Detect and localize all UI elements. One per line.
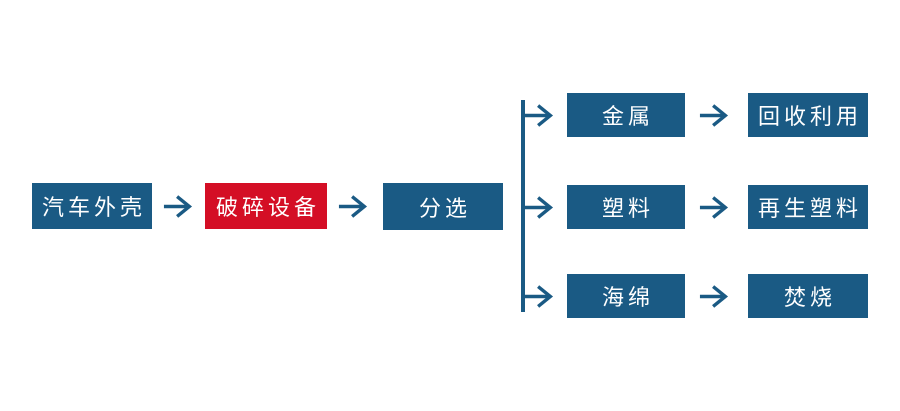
node-recycled-plastic: 再生塑料: [748, 185, 868, 229]
node-crushing-equipment: 破碎设备: [205, 183, 327, 229]
branch-arrow-icon: [524, 196, 554, 219]
node-car-shell: 汽车外壳: [32, 183, 152, 229]
branch-connector-line: [521, 100, 525, 312]
arrow-right-icon: [338, 195, 368, 218]
arrow-right-icon: [699, 196, 729, 219]
node-incineration: 焚烧: [748, 274, 868, 318]
branch-arrow-icon: [524, 285, 554, 308]
node-metal: 金属: [567, 93, 685, 137]
node-plastic: 塑料: [567, 185, 685, 229]
arrow-right-icon: [699, 285, 729, 308]
node-recycling: 回收利用: [748, 93, 868, 137]
node-sponge: 海绵: [567, 274, 685, 318]
branch-arrow-icon: [524, 104, 554, 127]
arrow-right-icon: [163, 195, 193, 218]
arrow-right-icon: [699, 104, 729, 127]
node-sorting: 分选: [383, 183, 503, 230]
